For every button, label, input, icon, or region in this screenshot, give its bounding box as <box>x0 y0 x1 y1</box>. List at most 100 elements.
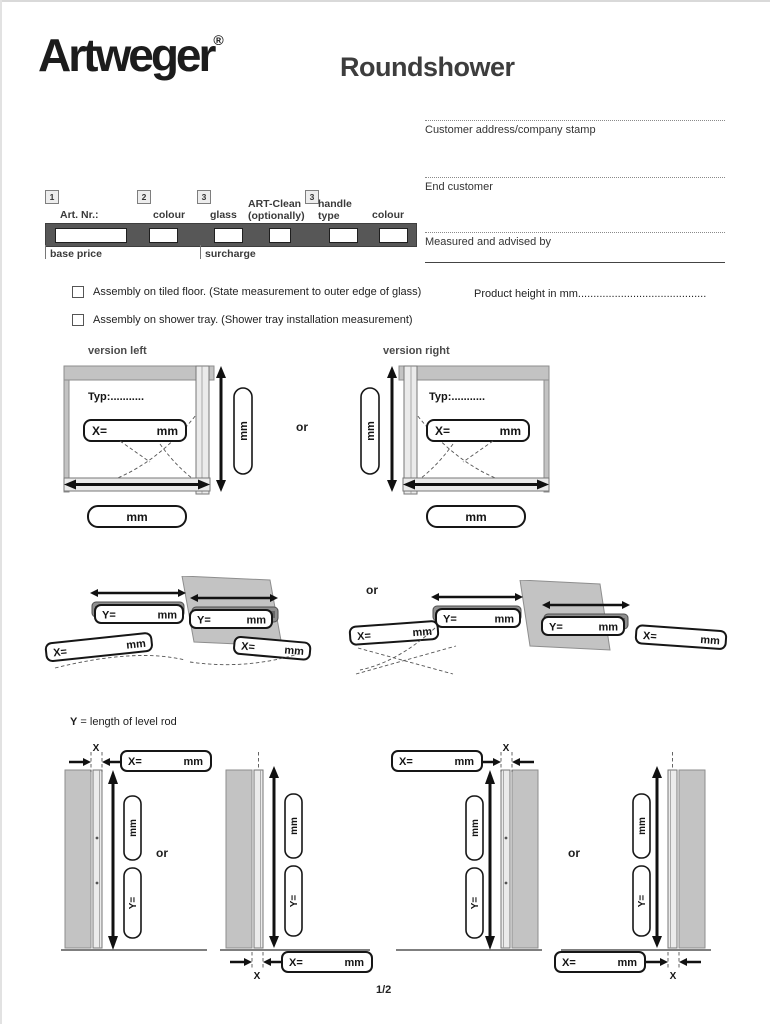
glass-input[interactable] <box>214 228 243 243</box>
colour-input-1[interactable] <box>149 228 178 243</box>
art-nr-input[interactable] <box>55 228 127 243</box>
bottom-diagram-2: mm Y= X X= mm <box>220 752 373 980</box>
end-customer-field[interactable]: End customer <box>425 177 725 193</box>
art-clean-input[interactable] <box>269 228 291 243</box>
assembly-shower-tray-row: Assembly on shower tray. (Shower tray in… <box>72 314 413 326</box>
mm-pill <box>123 795 142 861</box>
typ-label: Typ:........... <box>88 391 144 403</box>
art-clean-label-line1: ART-Clean <box>248 198 302 210</box>
version-left-diagram: mm Typ:........... X= mm mm <box>63 365 253 528</box>
mm-pill <box>632 793 651 859</box>
topview-left-diagram: Y= mm Y= mm X= mm X= mm <box>44 576 312 669</box>
scan-edge-top <box>0 0 770 2</box>
x-eq-text: X= <box>289 957 303 969</box>
glass-profile <box>253 769 264 949</box>
x-mm-text: mm <box>500 424 521 438</box>
y-measure-box-right[interactable]: Y= mm <box>189 609 273 629</box>
marker-3a: 3 <box>197 190 211 204</box>
x-measure-box-right[interactable]: X= mm <box>233 635 312 661</box>
or-label-1: or <box>296 420 308 434</box>
assembly-tiled-floor-label: Assembly on tiled floor. (State measurem… <box>93 286 422 298</box>
y-pill-text: Y= <box>637 895 648 908</box>
height-arrow <box>485 770 495 950</box>
artweger-logo: Artweger® <box>38 32 224 78</box>
y-pill <box>123 867 142 939</box>
y-pill <box>284 865 303 937</box>
x-eq-text: X= <box>399 756 413 768</box>
swing-arc-2 <box>189 653 299 666</box>
height-mm-pill <box>360 387 380 475</box>
colour-label-2: colour <box>372 209 405 221</box>
x-eq-text: X= <box>128 756 142 768</box>
x-marker: X <box>645 958 701 980</box>
width-mm-box[interactable]: mm <box>87 505 187 528</box>
or-label-4: or <box>568 846 580 860</box>
rail-right-arrow <box>542 601 630 609</box>
product-height-label: Product height in mm....................… <box>474 288 707 300</box>
customer-address-label: Customer address/company stamp <box>425 124 596 136</box>
marker-1: 1 <box>45 190 59 204</box>
x-measure-box-left[interactable]: X= mm <box>44 632 153 663</box>
x-measure-box[interactable]: X= mm <box>426 419 530 442</box>
x-measure-box-right[interactable]: X= mm <box>634 624 728 650</box>
x-mm-text: mm <box>700 634 721 647</box>
level-rod-note: Y = length of level rod <box>70 716 177 728</box>
registered-mark: ® <box>213 32 224 48</box>
x-measure-box[interactable]: X= mm <box>120 750 212 772</box>
x-mm-text: mm <box>157 424 178 438</box>
assembly-shower-tray-checkbox[interactable] <box>72 314 84 326</box>
x-measure-box[interactable]: X= mm <box>554 951 646 973</box>
swing-arc <box>359 627 436 671</box>
width-mm-box[interactable]: mm <box>426 505 526 528</box>
customer-address-field[interactable]: Customer address/company stamp <box>425 120 725 136</box>
measured-advised-field[interactable]: Measured and advised by <box>425 232 725 248</box>
x-marker-label: X <box>93 743 100 754</box>
y-pill-text: Y= <box>470 897 481 910</box>
x-marker-label: X <box>670 971 677 980</box>
y-measure-box-left[interactable]: Y= mm <box>94 604 184 624</box>
x-mm-text: mm <box>412 626 433 639</box>
glass-label: glass <box>210 209 237 221</box>
colour-input-2[interactable] <box>379 228 408 243</box>
y-measure-box-right[interactable]: Y= mm <box>541 616 625 636</box>
order-bar <box>45 223 417 247</box>
mm-pill-text: mm <box>637 817 648 835</box>
width-arrow <box>403 479 549 490</box>
x-mm-text: mm <box>183 756 203 768</box>
x-eq-text: X= <box>643 630 658 643</box>
logo-part-1: Art <box>38 29 98 81</box>
end-customer-label: End customer <box>425 181 493 193</box>
x-mm-text: mm <box>344 957 364 969</box>
x-measure-box[interactable]: X= mm <box>281 951 373 973</box>
mm-pill-text: mm <box>470 819 481 837</box>
x-eq-text: X= <box>241 641 256 654</box>
handle-type-input[interactable] <box>329 228 358 243</box>
wall <box>511 769 539 949</box>
y-eq-text: Y= <box>549 622 563 634</box>
leader-line <box>119 440 151 463</box>
assembly-tiled-floor-checkbox[interactable] <box>72 286 84 298</box>
y-measure-box-left[interactable]: Y= mm <box>435 608 521 628</box>
marker-2: 2 <box>137 190 151 204</box>
x-eq-text: X= <box>53 646 68 659</box>
scan-edge-left <box>0 0 2 1024</box>
x-eq-text: X= <box>435 424 450 438</box>
leader-line <box>462 440 494 463</box>
y-pill-text: Y= <box>289 895 300 908</box>
topview-right-diagram: X= mm Y= mm Y= mm X= mm <box>348 580 728 675</box>
x-mm-text: mm <box>617 957 637 969</box>
typ-label: Typ:........... <box>429 391 485 403</box>
x-measure-box-left[interactable]: X= mm <box>348 620 440 646</box>
or-label-2: or <box>366 583 378 597</box>
x-eq-text: X= <box>562 957 576 969</box>
wall <box>225 769 253 949</box>
x-measure-box[interactable]: X= mm <box>391 750 483 772</box>
height-arrow <box>387 366 397 492</box>
swing-line-2 <box>355 645 457 675</box>
or-label-3: or <box>156 846 168 860</box>
y-pill <box>632 865 651 937</box>
x-mm-text: mm <box>126 638 147 652</box>
x-measure-box[interactable]: X= mm <box>83 419 187 442</box>
customer-block-rule <box>425 262 725 263</box>
